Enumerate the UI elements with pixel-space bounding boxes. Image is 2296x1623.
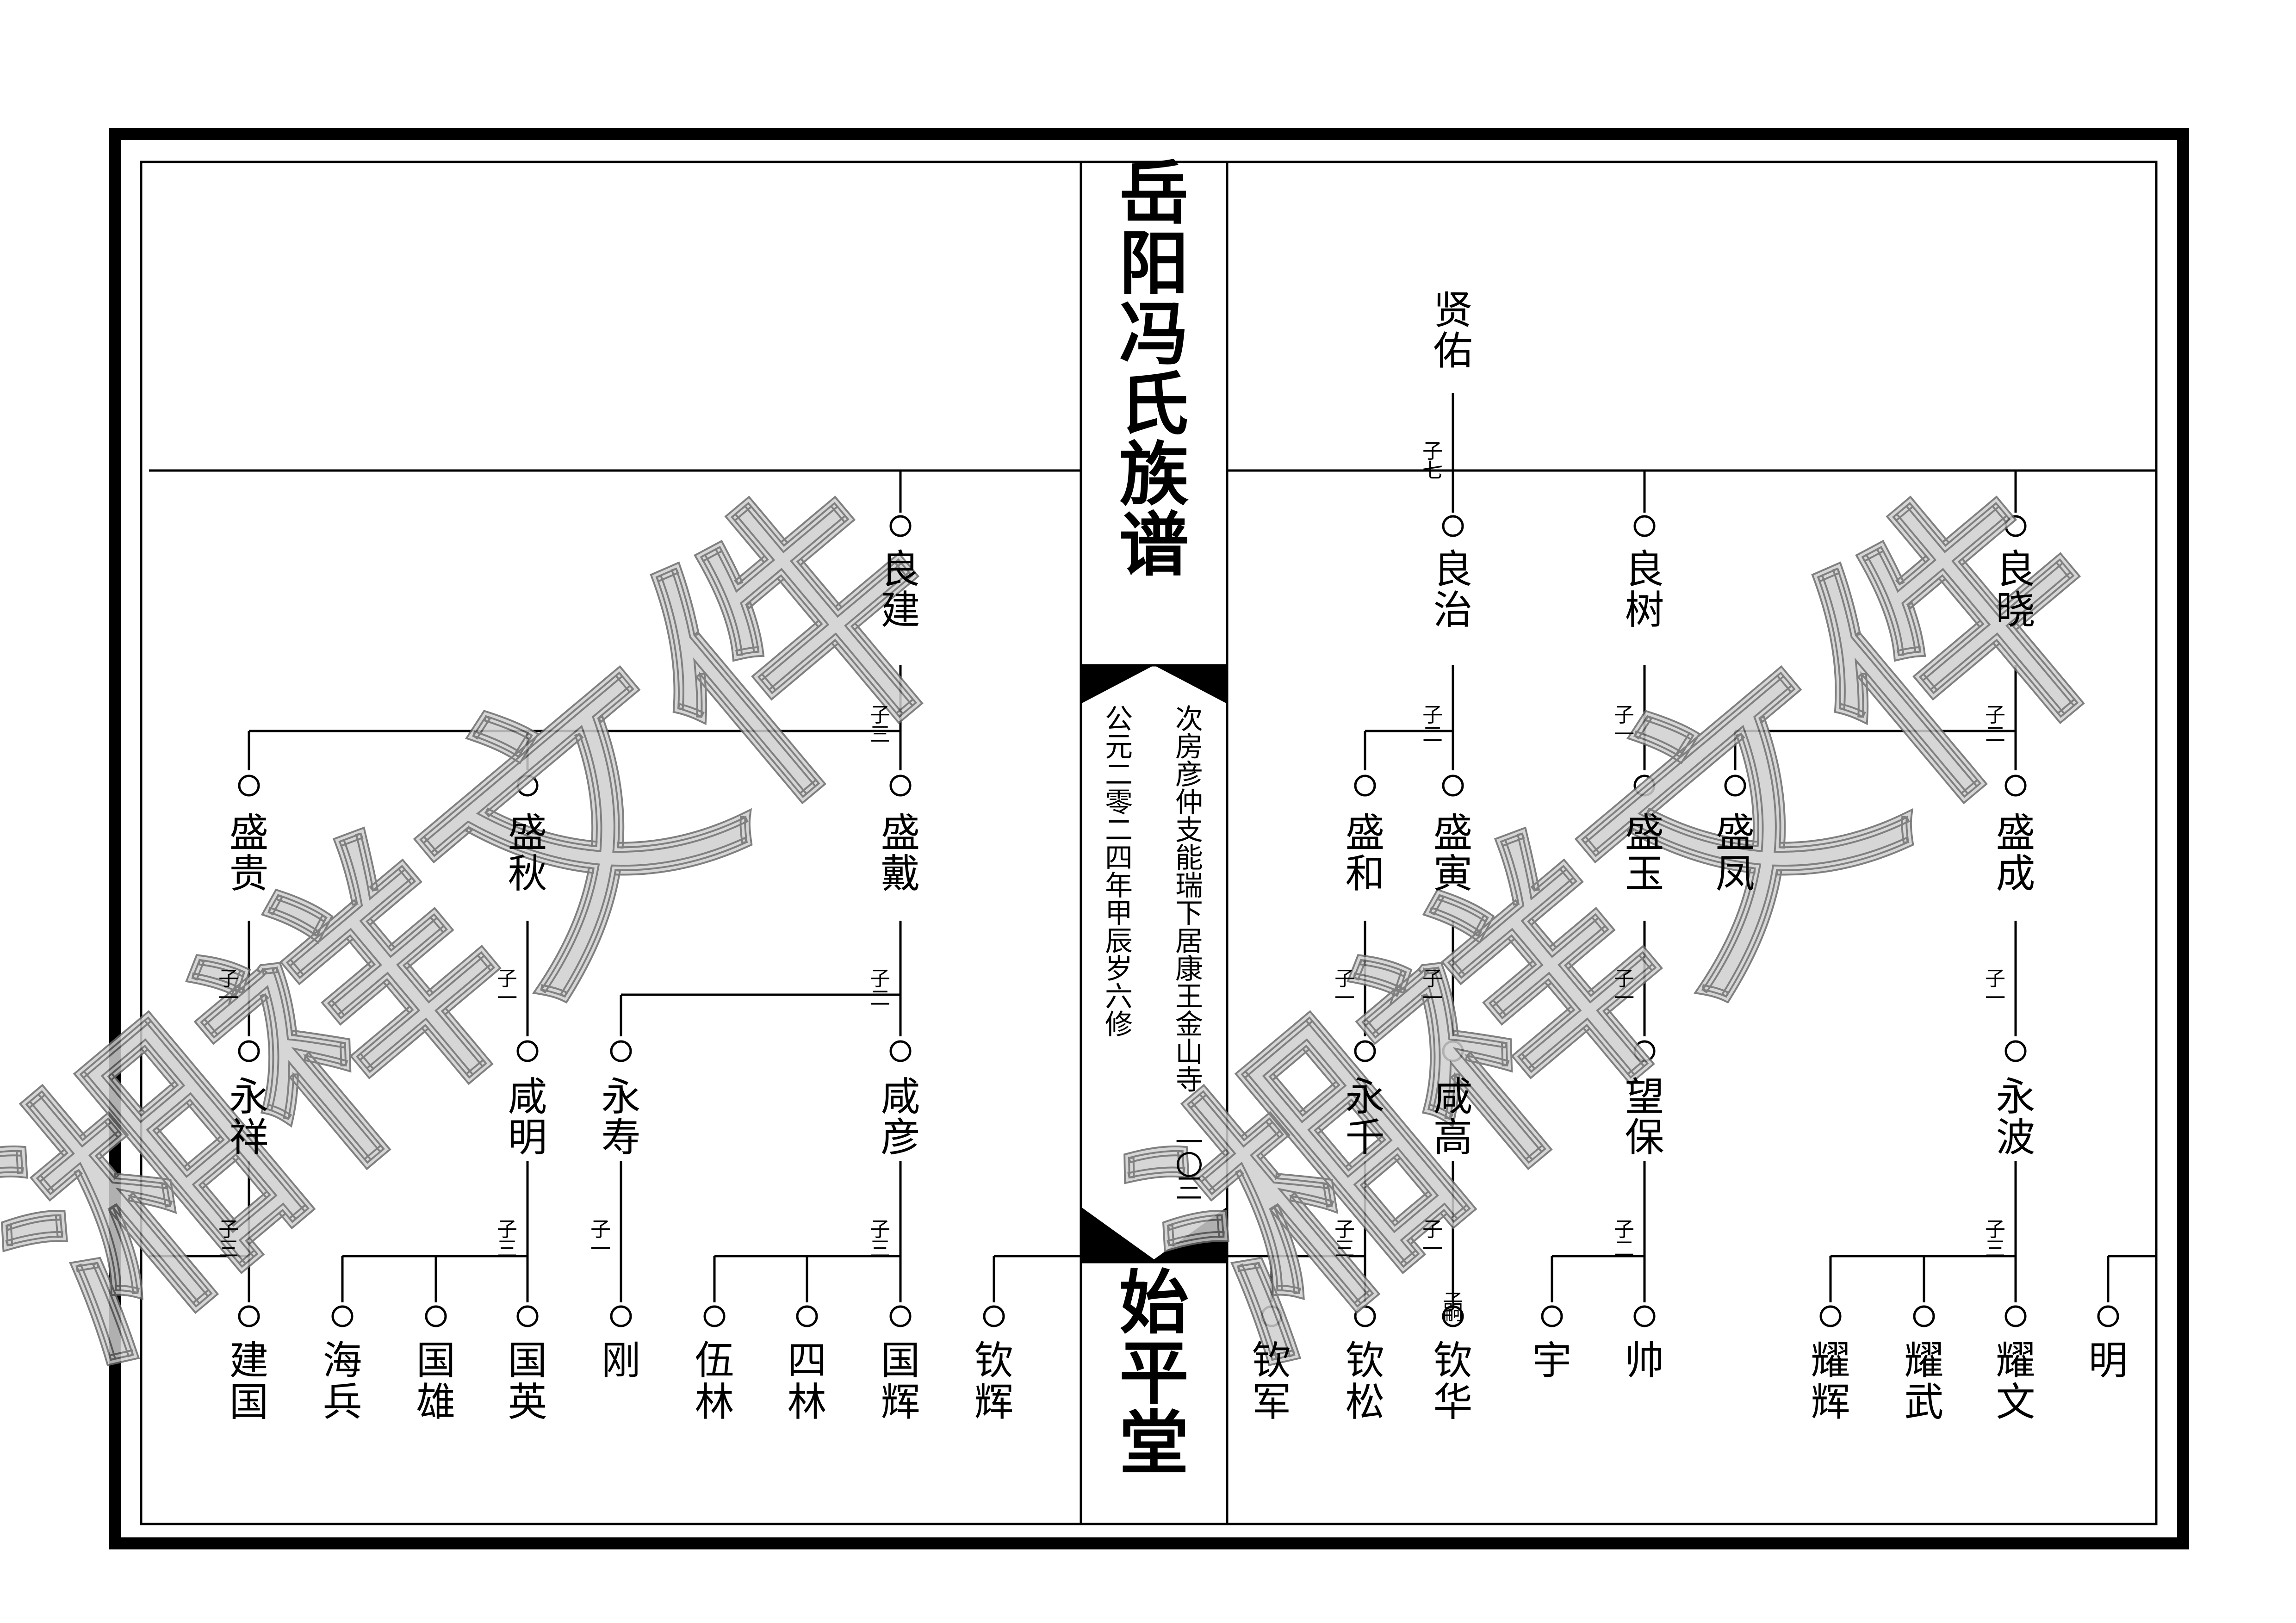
heir-note: 子嗣 (1443, 1290, 1463, 1325)
sons-count: 子一 (1614, 703, 1634, 746)
person-name: 建国 (229, 1338, 268, 1425)
person-name: 咸高 (1433, 1074, 1472, 1161)
person-name: 国辉 (881, 1338, 920, 1425)
person-name: 四林 (787, 1338, 826, 1425)
person-name: 明 (2088, 1338, 2128, 1384)
fishtail-lower (1082, 1208, 1226, 1261)
person-name: 盛玉 (1625, 811, 1664, 897)
sons-count: 子三 (870, 703, 890, 746)
person-name: 钦松 (1345, 1338, 1384, 1425)
person-name: 盛秋 (508, 811, 547, 897)
person-name: 盛寅 (1433, 811, 1472, 897)
person-name: 良树 (1625, 547, 1664, 633)
person-name: 盛贵 (229, 811, 268, 897)
person-name: 钦辉 (974, 1338, 1013, 1425)
person-name: 海兵 (323, 1338, 362, 1425)
node-markers (238, 515, 2119, 1327)
sons-count: 子一 (497, 967, 517, 1010)
person-name: 咸明 (508, 1074, 547, 1161)
sons-count: 子一 (1614, 967, 1634, 1010)
hall-name: 始平堂 (1119, 1262, 1189, 1484)
person-name: 永千 (1345, 1074, 1384, 1161)
person-name: 国英 (508, 1338, 547, 1425)
person-name: 耀辉 (1811, 1338, 1850, 1425)
sons-count: 子三 (870, 1218, 890, 1261)
sons-count: 子二 (1614, 1218, 1634, 1261)
ancestor-sons: 子七 (1422, 440, 1443, 483)
person-name: 良晓 (1996, 547, 2035, 633)
watermark-left: 湘祥文件 (0, 420, 1015, 1416)
sons-count: 子二 (1985, 703, 2005, 746)
sons-count: 子一 (1422, 1218, 1443, 1261)
sons-count: 子一 (1422, 967, 1443, 1010)
page-number: 一〇三 (1175, 1127, 1203, 1205)
person-name: 盛和 (1345, 811, 1384, 897)
person-name: 咸彦 (881, 1074, 920, 1161)
sons-count: 子三 (218, 1218, 239, 1261)
person-name: 钦华 (1433, 1338, 1472, 1425)
person-name: 伍林 (695, 1338, 734, 1425)
watermark: 湘祥文件湘祥文件 (0, 419, 2178, 1417)
sons-count: 子三 (1334, 1218, 1355, 1261)
person-name: 永祥 (229, 1074, 268, 1161)
person-name: 盛戴 (881, 811, 920, 897)
outer-border (109, 128, 2189, 1549)
person-name: 国雄 (416, 1338, 455, 1425)
person-name: 帅 (1625, 1338, 1664, 1384)
tree-lines (149, 393, 2157, 1302)
person-name: 钦军 (1252, 1338, 1291, 1425)
person-name: 永波 (1996, 1074, 2035, 1161)
sons-count: 子三 (497, 1218, 517, 1261)
person-name: 望保 (1625, 1074, 1664, 1161)
sons-count: 子三 (1985, 1218, 2005, 1261)
branch-note: 次房彦仲支能瑞下居康王金山寺 (1175, 703, 1203, 1096)
inner-border (140, 161, 2158, 1525)
edition-note: 公元二零二四年甲辰岁六修 (1105, 703, 1133, 1041)
person-name: 宇 (1532, 1338, 1571, 1384)
spine (1080, 162, 1229, 1524)
fishtail-upper (1082, 665, 1226, 703)
person-name: 良治 (1433, 547, 1472, 633)
person-name: 盛成 (1996, 811, 2035, 897)
sons-count: 子一 (1334, 967, 1355, 1010)
person-name: 良建 (881, 547, 920, 633)
sons-count: 子二 (870, 967, 890, 1010)
person-name: 刚 (601, 1338, 640, 1384)
genealogy-title: 岳阳冯氏族谱 (1119, 153, 1189, 586)
person-name: 耀文 (1996, 1338, 2035, 1425)
person-name: 盛凤 (1715, 811, 1755, 897)
sons-count: 子一 (218, 967, 239, 1010)
person-name: 永寿 (601, 1074, 640, 1161)
ancestor-name: 贤佑 (1433, 288, 1472, 374)
sons-count: 子一 (590, 1218, 611, 1261)
sons-count: 子一 (1985, 967, 2005, 1010)
person-name: 耀武 (1904, 1338, 1943, 1425)
sons-count: 子二 (1422, 703, 1443, 746)
